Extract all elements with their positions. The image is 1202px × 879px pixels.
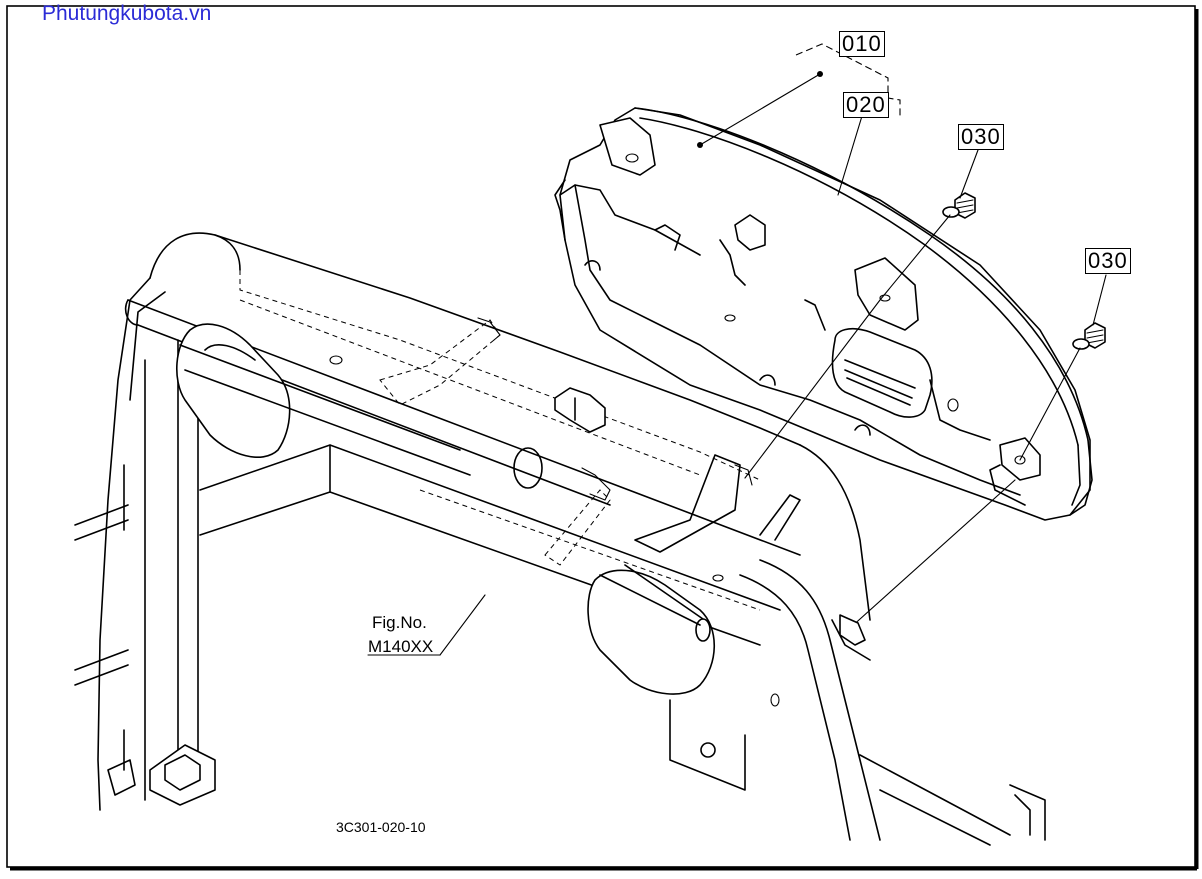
figure-ref-label: Fig.No. bbox=[372, 613, 427, 632]
figure-ref-number[interactable]: M140XX bbox=[368, 637, 434, 656]
callout-030-upper[interactable]: 030 bbox=[958, 124, 1004, 150]
callout-030-lower[interactable]: 030 bbox=[1085, 248, 1131, 274]
screw-upper bbox=[942, 192, 976, 219]
meter-panel bbox=[554, 107, 1093, 521]
watermark: Phutungkubota.vn bbox=[42, 2, 212, 25]
drawing-code: 3C301-020-10 bbox=[336, 819, 426, 835]
leader-lines bbox=[367, 43, 1107, 661]
border bbox=[6, 5, 1196, 868]
callout-020[interactable]: 020 bbox=[843, 92, 889, 118]
callout-010[interactable]: 010 bbox=[839, 31, 885, 57]
cab-frame bbox=[74, 232, 1046, 846]
screw-lower bbox=[1072, 322, 1106, 350]
